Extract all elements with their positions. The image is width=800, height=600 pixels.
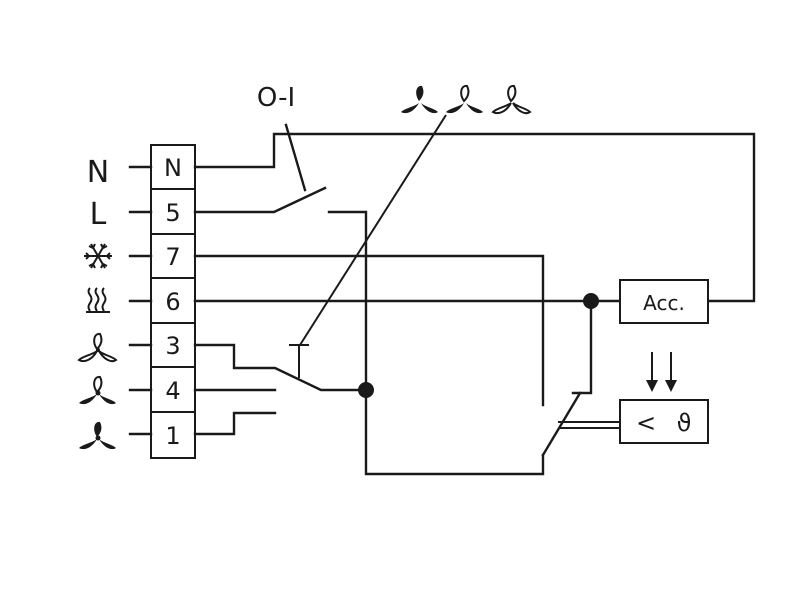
on-off-switch-contact (193, 186, 327, 214)
terminal-4-label: 4 (165, 377, 180, 405)
junction-dot (583, 293, 599, 309)
on-off-switch-actuator (284, 123, 307, 192)
fan-high-icon (79, 421, 116, 450)
live-label: L (90, 197, 107, 232)
neutral-wire (193, 132, 756, 303)
snowflake-icon (84, 243, 112, 269)
terminal-block: N 5 7 6 3 4 1 (150, 144, 196, 459)
thermostat-less-than: < (636, 409, 656, 437)
left-stubs (128, 165, 153, 436)
wiring (193, 114, 756, 476)
fan-low-icon (491, 84, 532, 115)
fan-selector-actuator (299, 114, 447, 346)
terminal-7-label: 7 (165, 243, 180, 271)
fan-low-icon (77, 332, 118, 363)
thermostat-contact-blade (541, 391, 582, 457)
terminal-6-label: 6 (165, 288, 180, 316)
thermostat-box: < ϑ (619, 399, 709, 444)
thermostat-common-wire (571, 299, 593, 395)
cooling-wire (193, 254, 545, 407)
fan-speed-1-wire (193, 411, 277, 436)
terminal-n-label: N (164, 154, 182, 182)
fan-high-icon (401, 85, 438, 114)
switch-output-wire (327, 210, 545, 476)
three-fan-speeds-icon (401, 84, 532, 115)
junction-dot (358, 382, 374, 398)
fan-medium-icon (79, 375, 116, 405)
terminal-3-label: 3 (165, 332, 180, 360)
accessory-label: Acc. (643, 291, 685, 315)
accessory-box: Acc. (619, 279, 709, 324)
heat-waves-icon (86, 287, 110, 313)
down-arrows-icon (646, 352, 677, 392)
fan-speed-3-wire (193, 343, 368, 392)
thermostat-theta: ϑ (677, 409, 692, 437)
fan-medium-icon (446, 84, 483, 114)
terminal-1-label: 1 (165, 422, 180, 450)
terminal-5-label: 5 (165, 199, 180, 227)
neutral-label: N (87, 155, 109, 190)
on-off-switch-label: O-I (257, 83, 295, 113)
